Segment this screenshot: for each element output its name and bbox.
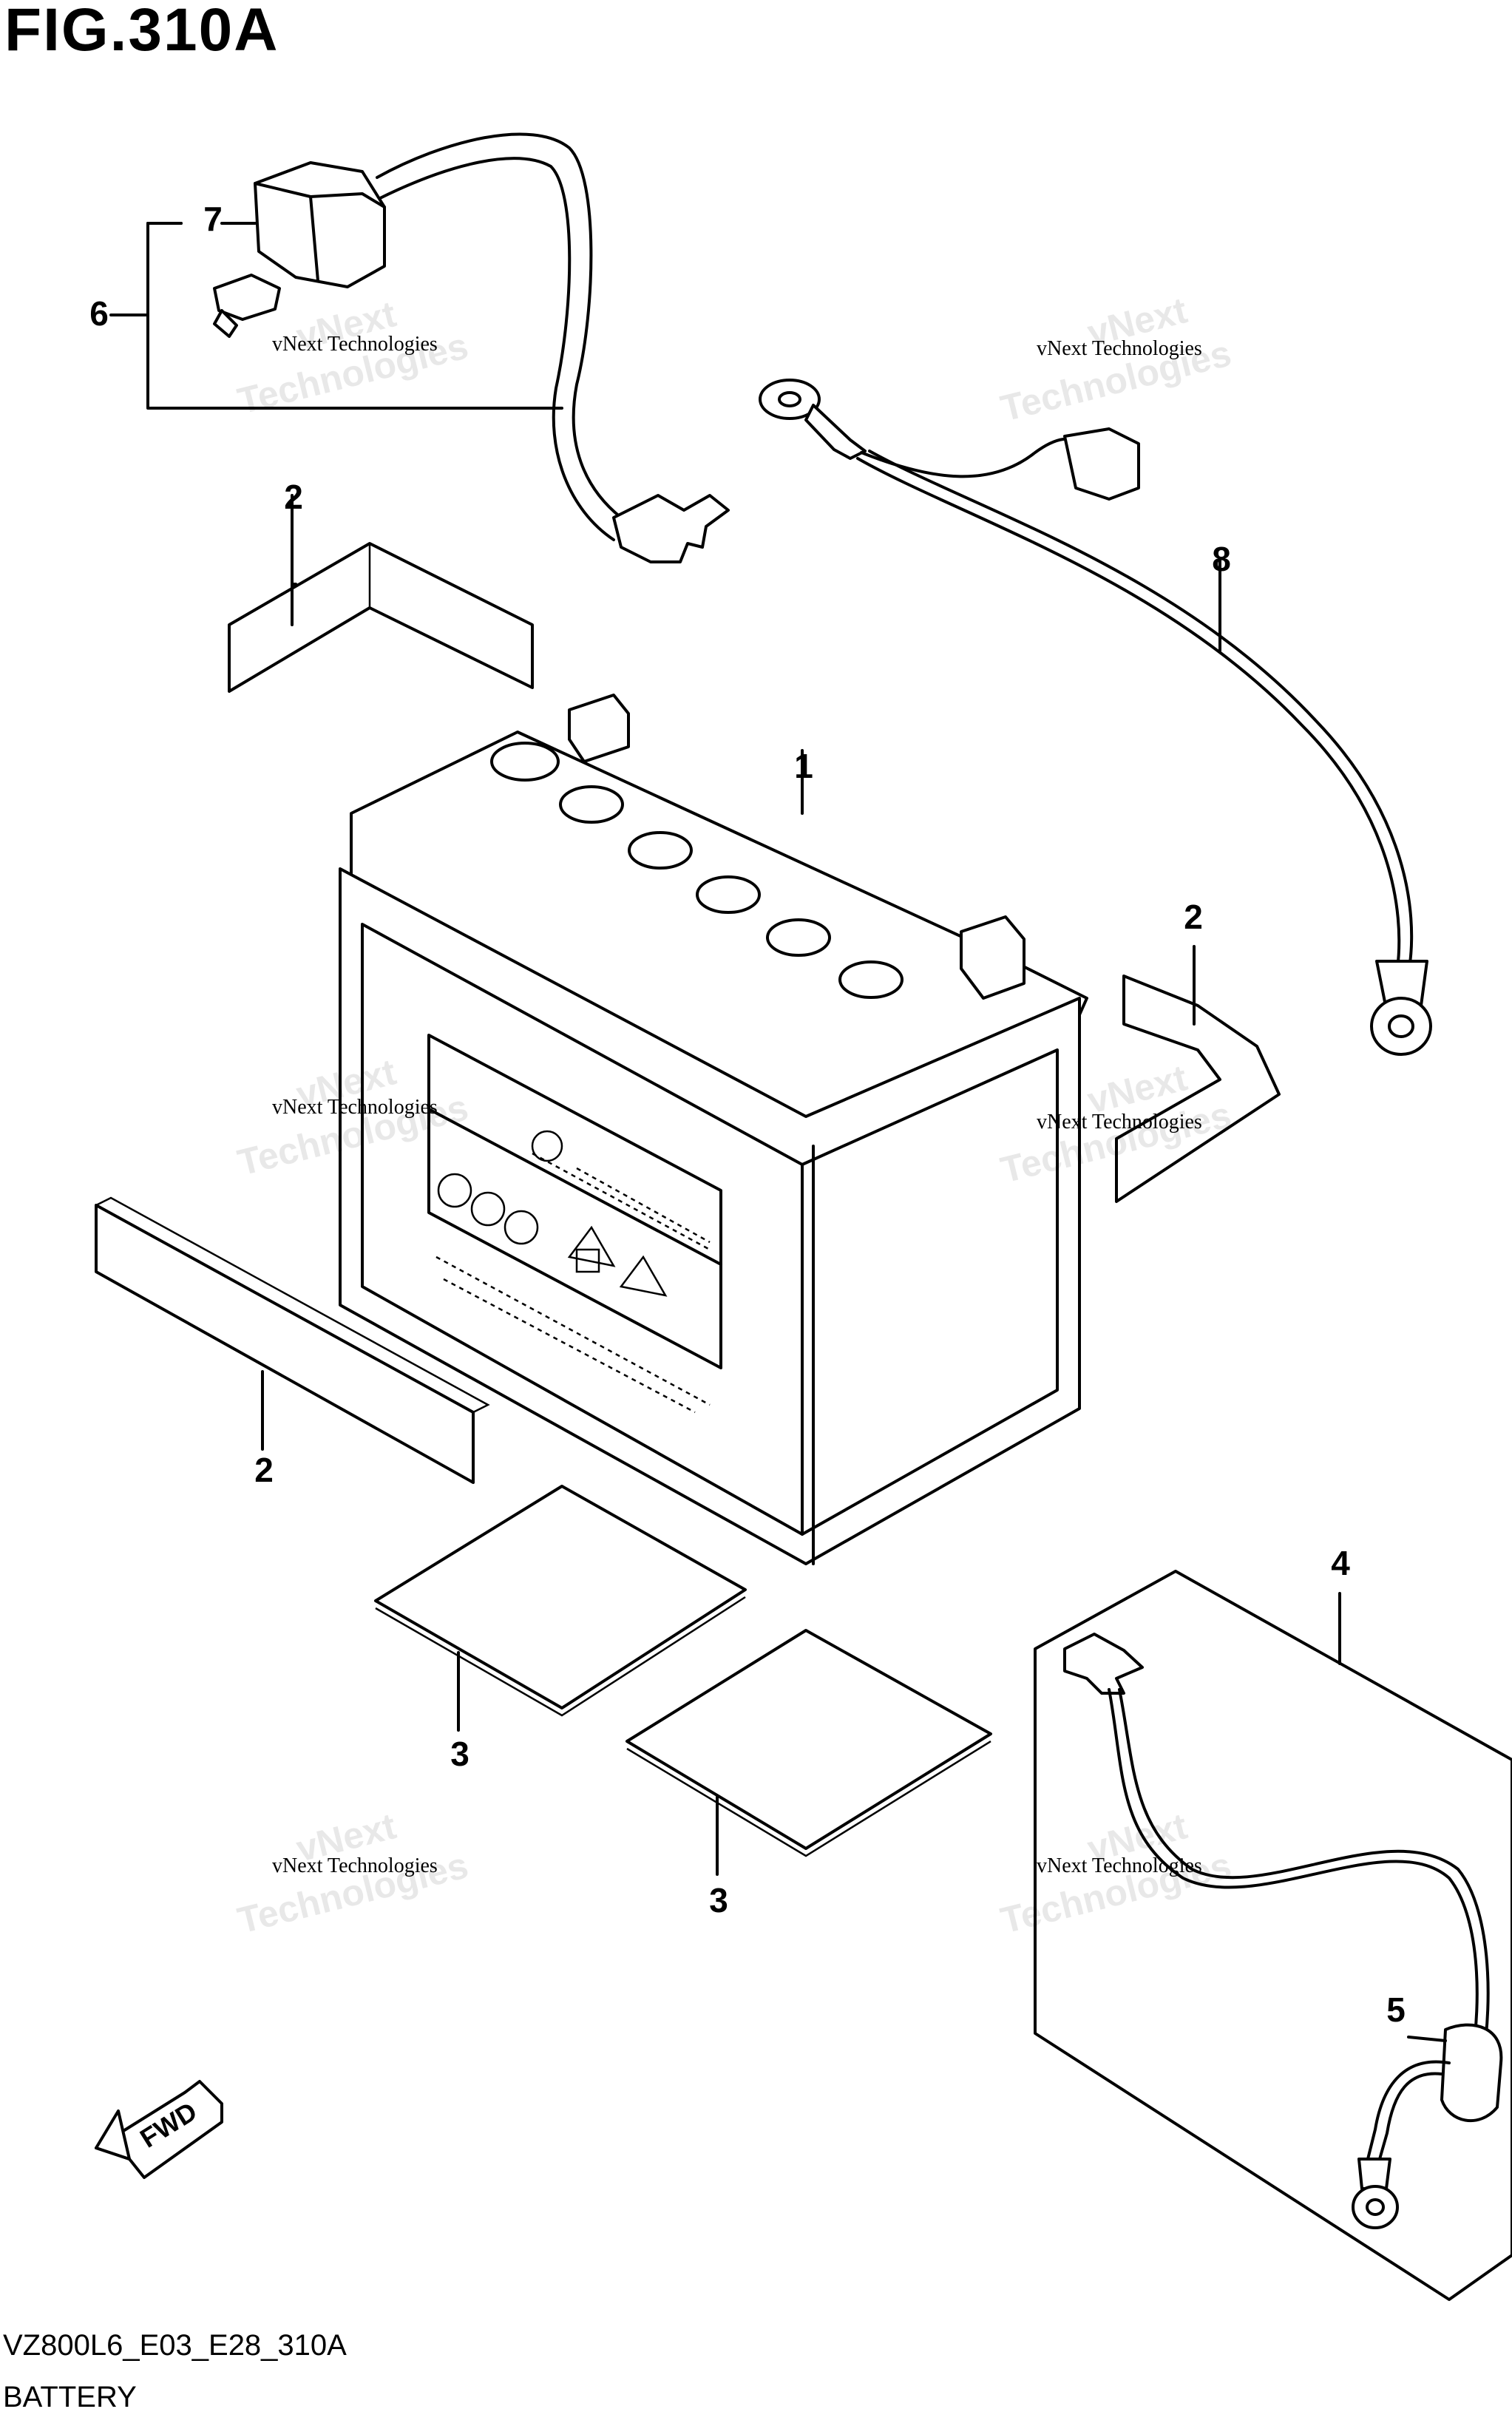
callout-7: 7 xyxy=(203,200,223,238)
callout-2-top: 2 xyxy=(284,478,303,516)
figure-name: BATTERY xyxy=(3,2381,137,2413)
watermark: vNext Technologies xyxy=(1037,1854,1202,1877)
watermark: vNext Technologies xyxy=(1037,1111,1202,1133)
callout-4: 4 xyxy=(1331,1544,1350,1582)
watermark: vNext Technologies xyxy=(272,1854,438,1877)
callout-3-b: 3 xyxy=(709,1881,728,1919)
battery-tray xyxy=(1034,1570,1512,2301)
callout-8: 8 xyxy=(1212,540,1231,578)
callout-2-left: 2 xyxy=(254,1451,274,1489)
watermark: vNext Technologies xyxy=(1037,337,1202,360)
cushion-pads xyxy=(374,1485,992,1876)
figure-title: FIG.310A xyxy=(4,0,279,64)
watermark: vNext Technologies xyxy=(272,1096,438,1119)
watermark: vNext Technologies xyxy=(272,333,438,356)
spacer-right xyxy=(1115,945,1281,1203)
figure-code: VZ800L6_E03_E28_310A xyxy=(3,2329,347,2362)
ground-wire xyxy=(759,379,1432,1056)
spacer-left-strip xyxy=(95,1196,490,1484)
callout-5: 5 xyxy=(1386,1990,1406,2029)
spacer-top-left xyxy=(228,494,534,693)
callout-1: 1 xyxy=(794,747,813,785)
callout-2-right: 2 xyxy=(1184,898,1203,936)
callout-3-a: 3 xyxy=(450,1735,469,1773)
callout-6: 6 xyxy=(89,294,109,333)
fwd-arrow xyxy=(95,2080,223,2179)
positive-cable-assembly xyxy=(109,132,730,563)
battery-body xyxy=(339,694,1088,1565)
